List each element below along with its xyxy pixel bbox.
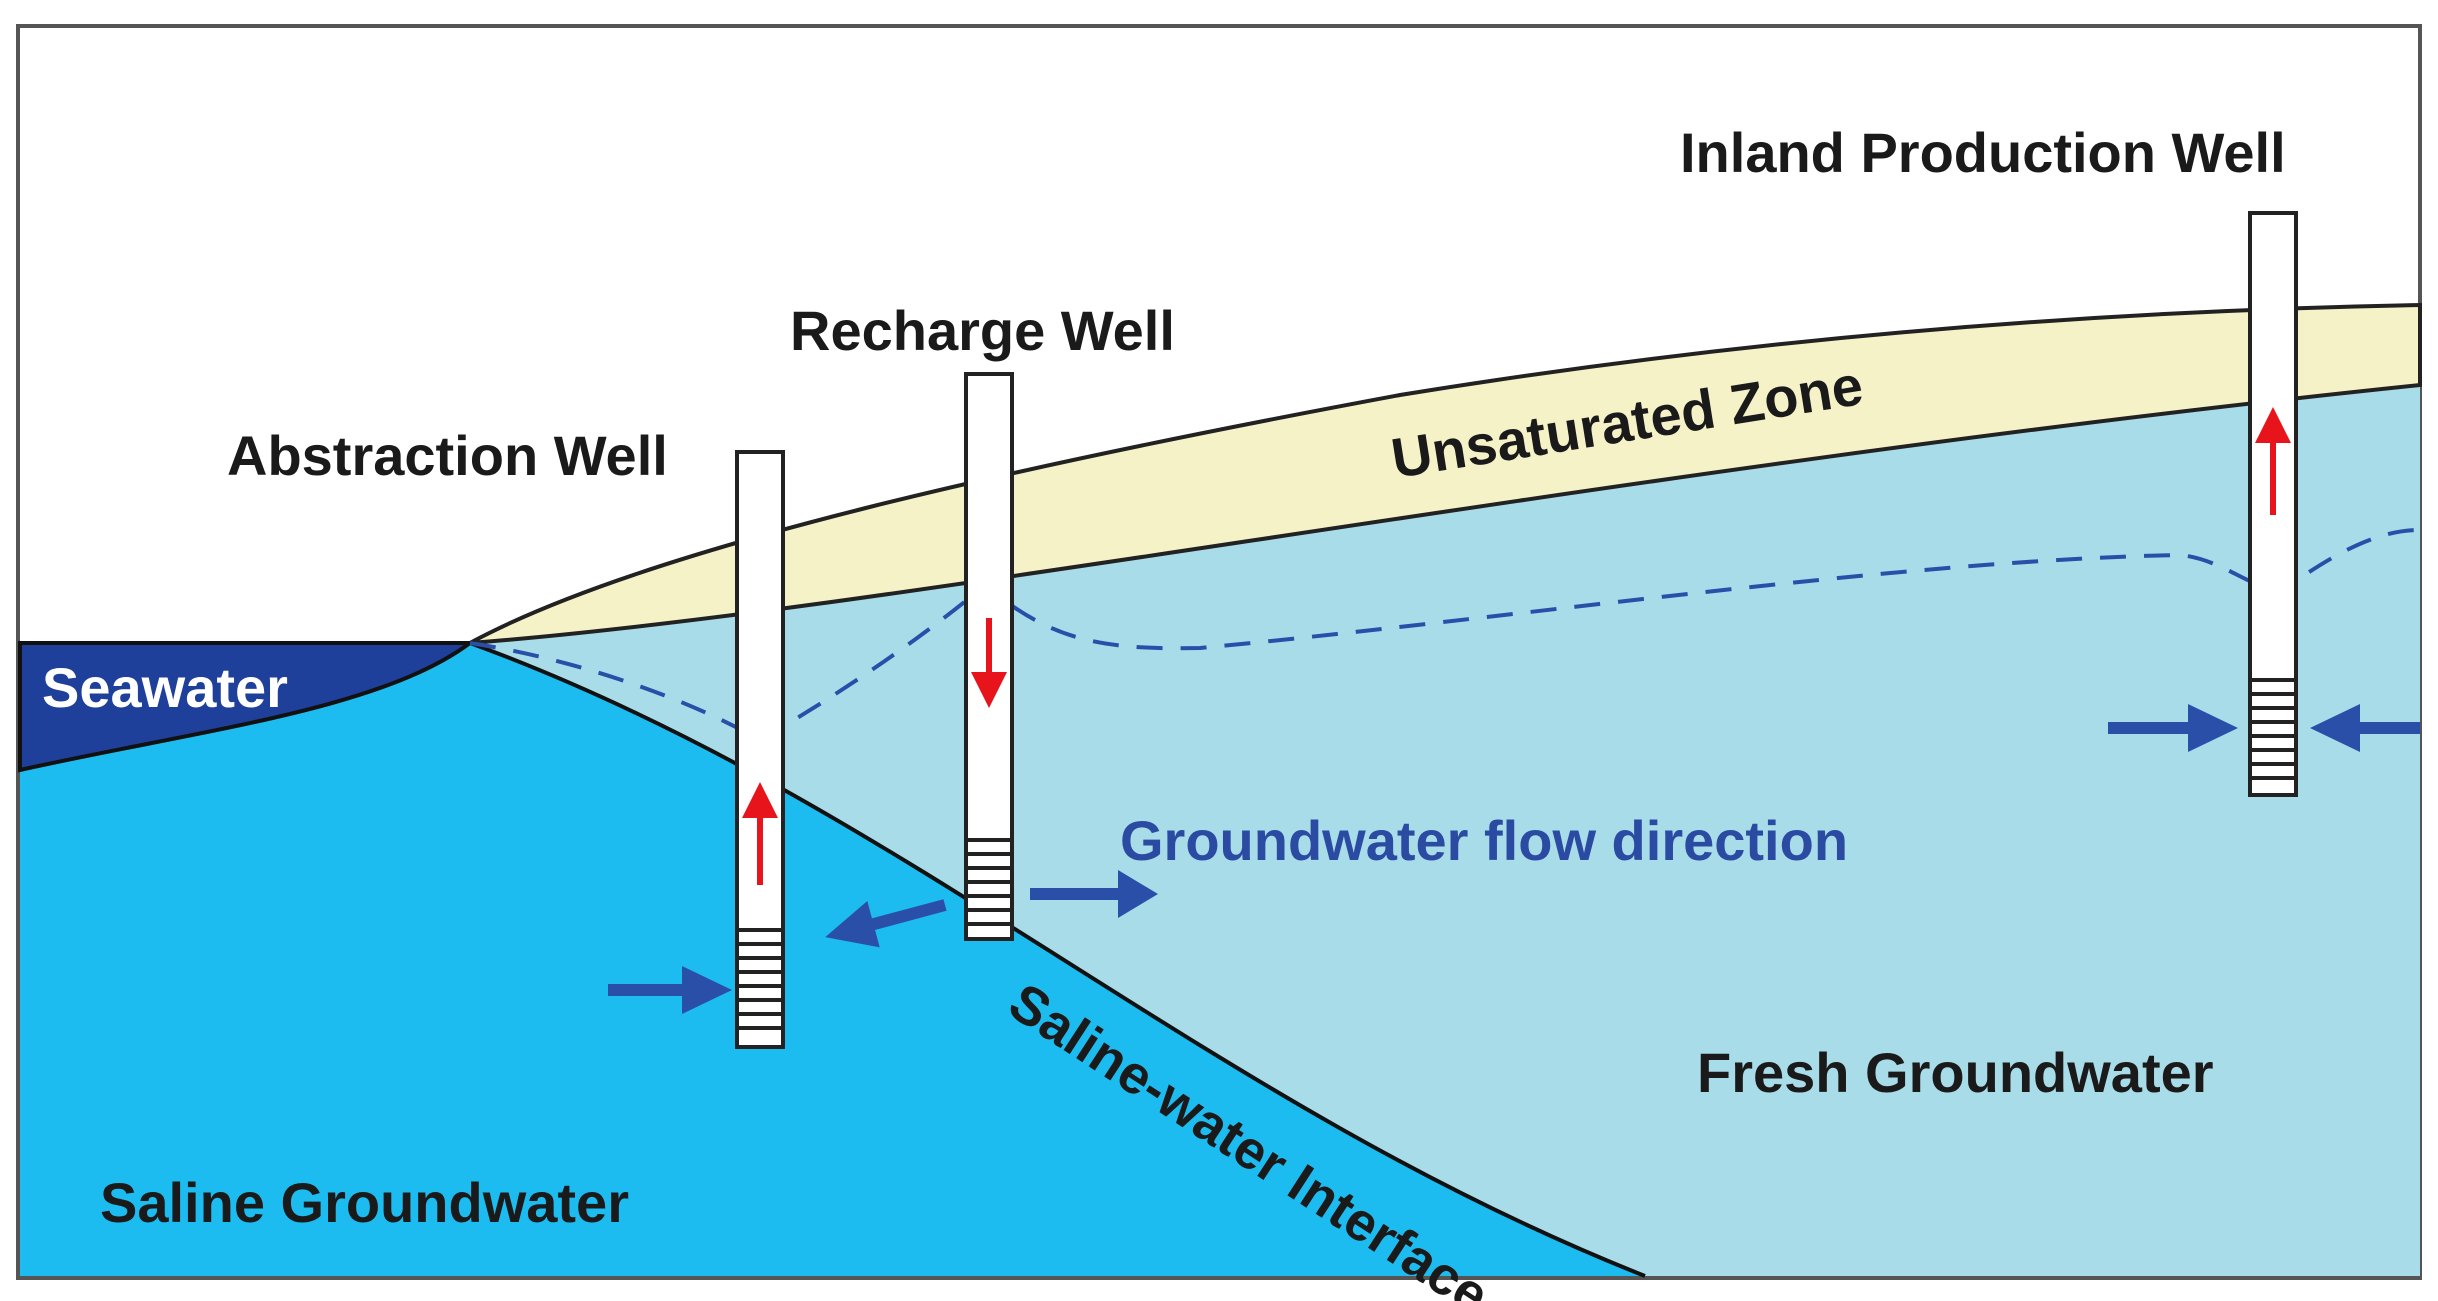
arrow-icon [2310,704,2420,752]
flow-arrows [608,704,2420,1014]
well-screen-icon [966,838,1012,926]
inland-production-well [2248,211,2298,797]
well-screen-icon [737,928,783,1030]
arrow-icon [825,899,947,948]
seawater-label: Seawater [42,656,288,719]
abstraction-well-label: Abstraction Well [227,424,668,487]
fresh-groundwater-label: Fresh Groundwater [1697,1041,2214,1104]
arrow-icon [1030,870,1158,918]
recharge-well-label: Recharge Well [790,299,1175,362]
saline-groundwater-region [20,643,1645,1276]
abstraction-well [735,450,785,1049]
saline-groundwater-label: Saline Groundwater [100,1171,629,1234]
unsaturated-zone-region [469,302,2422,645]
inland-production-well-label: Inland Production Well [1680,121,2286,184]
groundwater-flow-direction-label: Groundwater flow direction [1120,809,1848,872]
arrow-icon [2108,704,2238,752]
well-screen-icon [2250,678,2296,780]
saline-water-interface-line [469,641,1646,1278]
arrow-icon [608,966,732,1014]
seawater-region [18,641,477,773]
recharge-well [964,372,1014,941]
